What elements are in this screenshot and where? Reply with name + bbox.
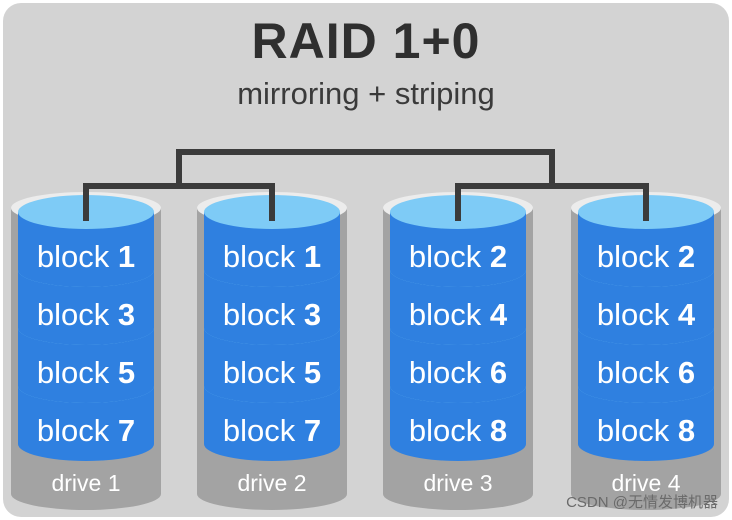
block-number: 2 <box>677 239 696 274</box>
diagram-title: RAID 1+0 <box>251 13 481 69</box>
block-number: 6 <box>677 355 696 390</box>
block-label: block 1 <box>204 240 340 274</box>
block-label: block 3 <box>204 298 340 332</box>
block-label: block 3 <box>18 298 154 332</box>
drive-label: drive 4 <box>611 470 681 496</box>
block-face <box>204 386 340 461</box>
block-label: block 2 <box>578 240 714 274</box>
block-number: 5 <box>117 355 136 390</box>
block-number: 4 <box>677 297 696 332</box>
block-face <box>578 328 714 403</box>
block-word: block <box>408 239 490 274</box>
block-number: 8 <box>489 413 508 448</box>
block-word: block <box>408 297 490 332</box>
block-face <box>18 328 154 403</box>
block-word: block <box>596 413 678 448</box>
block-label: block 4 <box>578 298 714 332</box>
block-face <box>204 270 340 345</box>
drive-label: drive 3 <box>423 470 493 496</box>
block-word: block <box>596 355 678 390</box>
block-face <box>390 270 526 345</box>
block-label: block 6 <box>578 356 714 390</box>
block-label: block 7 <box>204 414 340 448</box>
block-label: block 8 <box>390 414 526 448</box>
block-face <box>18 212 154 287</box>
block-number: 7 <box>117 413 136 448</box>
block-word: block <box>222 297 304 332</box>
block-label: block 7 <box>18 414 154 448</box>
block-label: block 5 <box>18 356 154 390</box>
block-word: block <box>408 413 490 448</box>
block-number: 7 <box>303 413 322 448</box>
block-face <box>578 270 714 345</box>
block-number: 1 <box>117 239 136 274</box>
block-face <box>204 328 340 403</box>
block-label: block 4 <box>390 298 526 332</box>
block-word: block <box>36 413 118 448</box>
block-number: 5 <box>303 355 322 390</box>
block-word: block <box>596 239 678 274</box>
drive-label: drive 1 <box>51 470 121 496</box>
block-label: block 5 <box>204 356 340 390</box>
block-word: block <box>222 239 304 274</box>
block-word: block <box>36 239 118 274</box>
block-number: 6 <box>489 355 508 390</box>
block-number: 2 <box>489 239 508 274</box>
block-word: block <box>408 355 490 390</box>
block-face <box>390 386 526 461</box>
block-number: 8 <box>677 413 696 448</box>
block-number: 3 <box>303 297 322 332</box>
watermark: CSDN @无情发博机器 <box>566 494 718 511</box>
block-number: 3 <box>117 297 136 332</box>
drive-label: drive 2 <box>237 470 307 496</box>
block-word: block <box>222 413 304 448</box>
block-label: block 6 <box>390 356 526 390</box>
block-face <box>204 212 340 287</box>
block-face <box>578 386 714 461</box>
block-word: block <box>36 355 118 390</box>
block-face <box>390 212 526 287</box>
block-word: block <box>36 297 118 332</box>
block-label: block 1 <box>18 240 154 274</box>
block-number: 4 <box>489 297 508 332</box>
block-face <box>578 212 714 287</box>
block-word: block <box>596 297 678 332</box>
block-word: block <box>222 355 304 390</box>
block-number: 1 <box>303 239 322 274</box>
block-face <box>390 328 526 403</box>
block-label: block 8 <box>578 414 714 448</box>
diagram-subtitle: mirroring + striping <box>237 76 495 111</box>
block-label: block 2 <box>390 240 526 274</box>
block-face <box>18 386 154 461</box>
block-face <box>18 270 154 345</box>
background-panel <box>3 3 729 517</box>
